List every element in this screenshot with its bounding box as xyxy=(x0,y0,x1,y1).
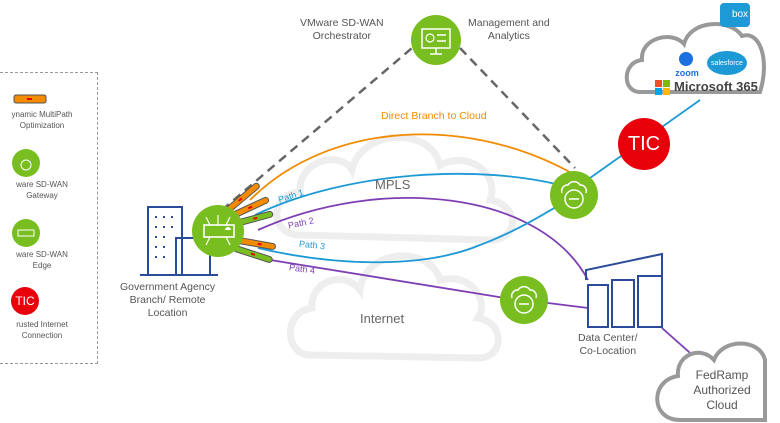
zoom-logo-icon xyxy=(679,52,693,66)
box-logo xyxy=(720,3,750,27)
salesforce-logo xyxy=(707,51,747,75)
salesforce-label: salesforce xyxy=(711,60,743,67)
saas-cloud xyxy=(624,22,766,94)
direct-path-label: Direct Branch to Cloud xyxy=(381,110,487,122)
mpls-label: MPLS xyxy=(375,177,411,192)
dc-gateway-icon[interactable] xyxy=(500,276,548,324)
zoom-label: zoom xyxy=(675,68,699,78)
gw2-dc-line xyxy=(539,301,589,309)
fedramp-cloud xyxy=(655,341,767,422)
box-label: box xyxy=(731,9,749,20)
mgmt-link-branch xyxy=(221,47,413,211)
cloud-gateway-icon[interactable] xyxy=(550,171,598,219)
path2-line xyxy=(257,197,589,281)
branch-edge-icon[interactable] xyxy=(192,205,244,257)
branch-building-icon xyxy=(140,206,218,276)
direct-path-line xyxy=(249,133,576,201)
microsoft-label: Microsoft 365 xyxy=(674,79,758,94)
path1-line xyxy=(254,172,561,216)
path3-label: Path 3 xyxy=(298,238,326,252)
multipath-bundle-icon xyxy=(13,94,47,104)
datacenter-icon xyxy=(585,252,663,328)
tic-badge[interactable] xyxy=(618,118,670,170)
tic-label: TIC xyxy=(627,133,661,155)
orchestrator-icon[interactable] xyxy=(411,15,461,65)
edge-icon xyxy=(12,219,40,247)
internet-label: Internet xyxy=(360,311,405,326)
path3-line xyxy=(257,199,569,264)
internet-cloud xyxy=(286,252,502,362)
path4-line xyxy=(257,257,506,299)
gateway-icon xyxy=(12,149,40,177)
multipath-bundles xyxy=(226,182,276,263)
datacenter-label: Data Center/Co-Location xyxy=(578,332,638,357)
network-diagram xyxy=(140,3,767,422)
microsoft-logo-icon xyxy=(655,80,670,95)
legend-tic-badge: TIC xyxy=(11,287,39,315)
mgmt-link-gateway xyxy=(459,47,576,169)
mpls-cloud xyxy=(273,133,516,244)
